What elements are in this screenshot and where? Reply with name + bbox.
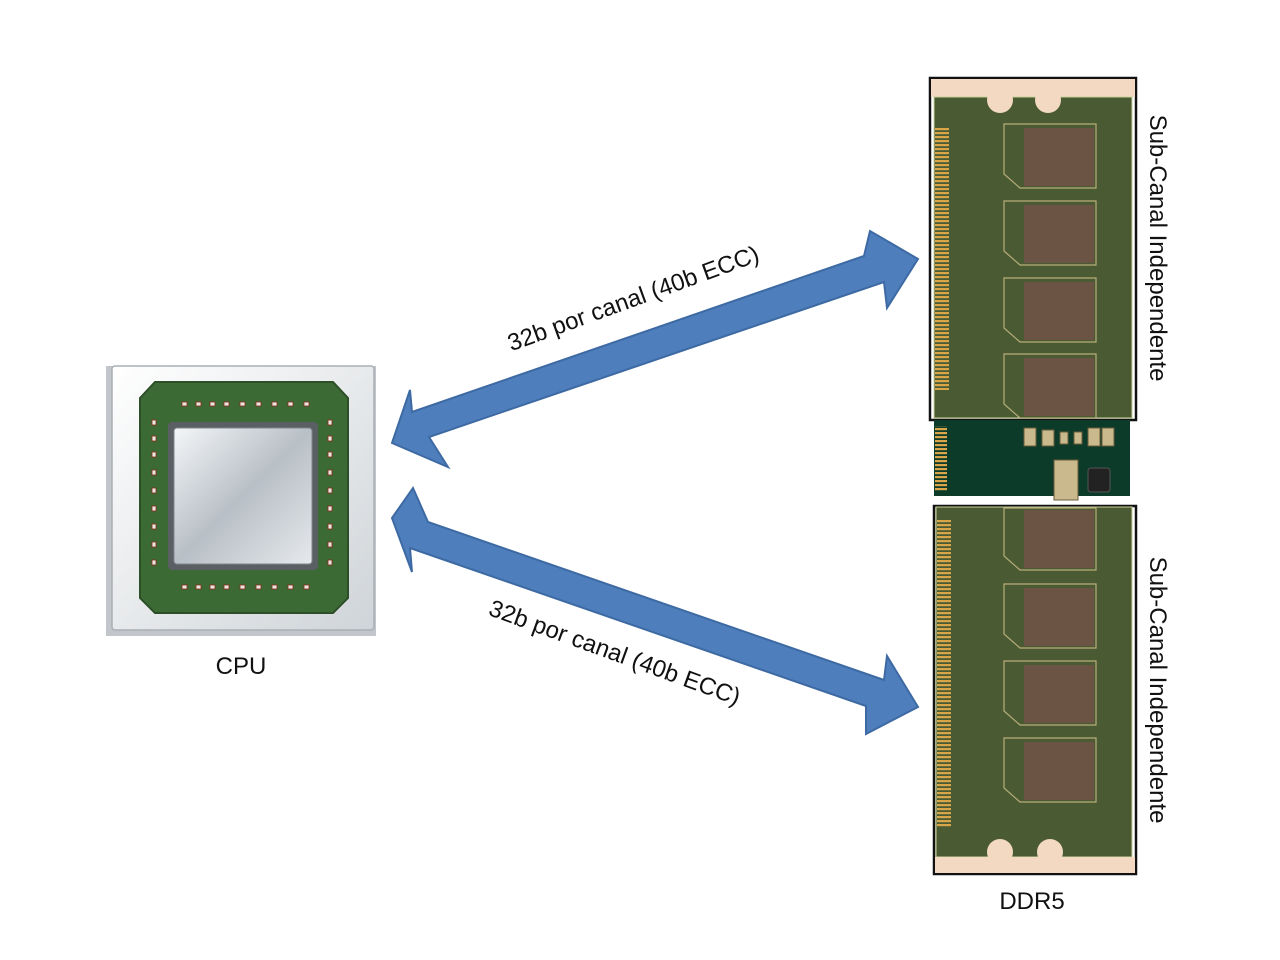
arrow-top <box>390 229 920 470</box>
dram-chips-bottom <box>1003 507 1097 803</box>
pmic-section <box>934 420 1130 501</box>
ddr5-module <box>928 76 1138 876</box>
dram-chips-top <box>1003 123 1097 419</box>
ddr5-label: DDR5 <box>999 888 1064 915</box>
cpu-label: CPU <box>216 653 267 680</box>
subchannel-top-label: Sub-Canal Independente <box>1144 115 1171 382</box>
cpu-capacitors <box>151 401 333 590</box>
subchannel-bottom-label: Sub-Canal Independente <box>1144 557 1171 824</box>
arrow-bottom <box>390 485 920 736</box>
cpu-chip <box>106 365 376 636</box>
